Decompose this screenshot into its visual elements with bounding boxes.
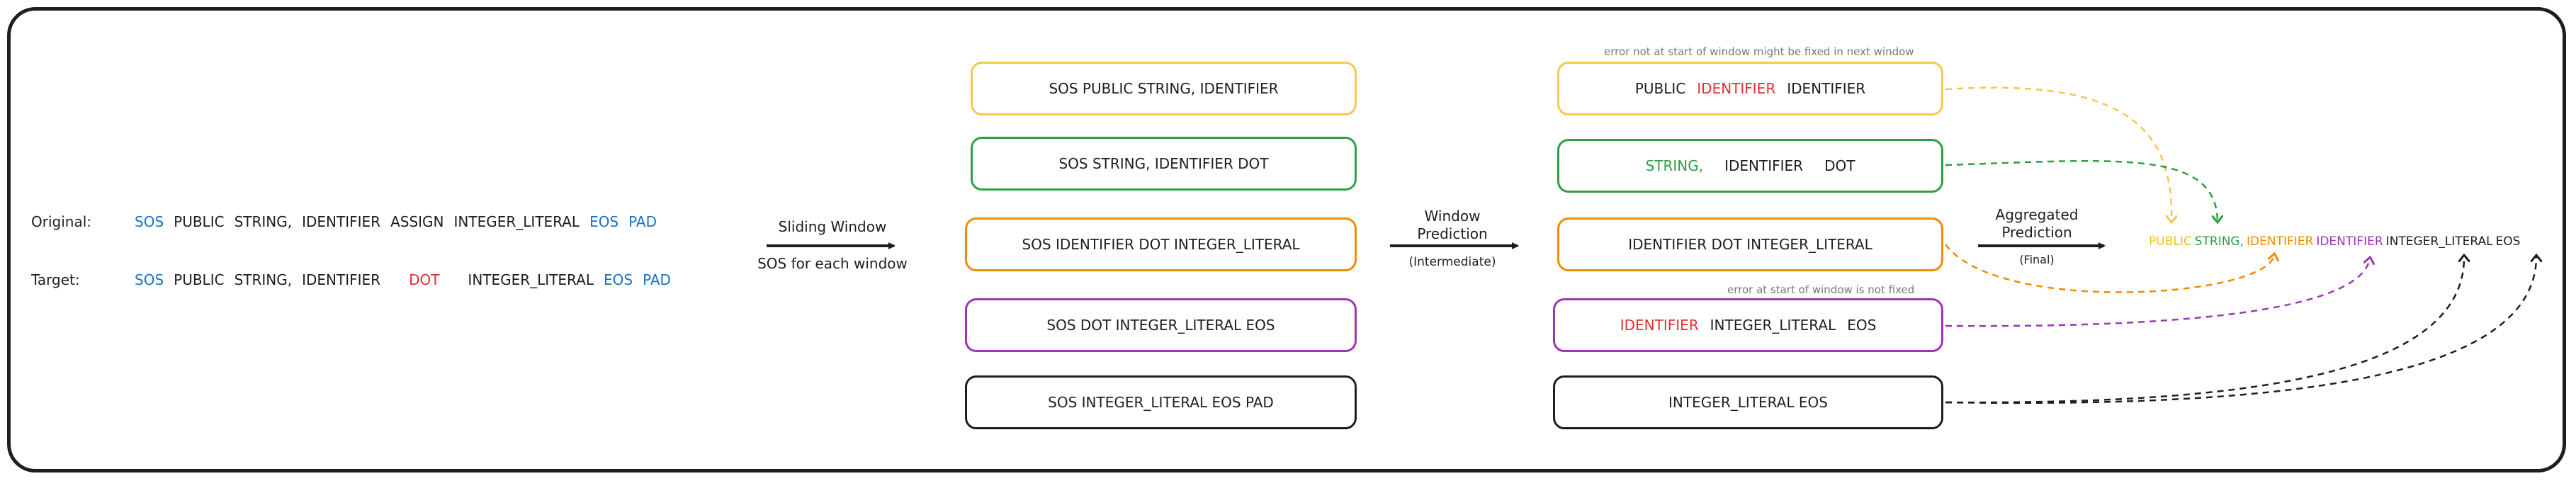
window-box-1: SOS PUBLIC STRING, IDENTIFIER bbox=[971, 62, 1357, 115]
agg-token: IDENTIFIER bbox=[2247, 234, 2314, 249]
window-text: SOS IDENTIFIER DOT INTEGER_LITERAL bbox=[1022, 236, 1300, 253]
token: IDENTIFIER bbox=[302, 271, 381, 288]
pred-token: IDENTIFIER DOT INTEGER_LITERAL bbox=[1628, 236, 1872, 253]
pred-token: DOT bbox=[1824, 157, 1855, 174]
original-sequence: SOS PUBLIC STRING, IDENTIFIER ASSIGN INTEGER_… bbox=[135, 215, 667, 229]
pred-token: IDENTIFIER bbox=[1697, 80, 1776, 97]
pred-token: PUBLIC bbox=[1634, 80, 1686, 97]
aggregated-prediction-label-2: Prediction bbox=[2001, 224, 2072, 241]
window-prediction-label-2: Prediction bbox=[1417, 225, 1488, 242]
target-label: Target: bbox=[31, 271, 80, 288]
token: INTEGER_LITERAL bbox=[468, 271, 594, 288]
token: PAD bbox=[628, 213, 657, 230]
token: STRING, bbox=[234, 213, 293, 230]
window-text: SOS INTEGER_LITERAL EOS PAD bbox=[1048, 394, 1274, 411]
sliding-window-label: Sliding Window bbox=[778, 218, 887, 235]
prediction-box-1: PUBLIC IDENTIFIER IDENTIFIER bbox=[1557, 62, 1943, 115]
window-box-2: SOS STRING, IDENTIFIER DOT bbox=[971, 137, 1357, 191]
connector-black-2 bbox=[1945, 256, 2536, 404]
token: STRING, bbox=[234, 271, 293, 288]
token: SOS bbox=[135, 271, 164, 288]
prediction-box-5: INTEGER_LITERAL EOS bbox=[1553, 375, 1943, 429]
aggregated-prediction-sublabel: (Final) bbox=[2019, 253, 2055, 266]
token: PUBLIC bbox=[174, 213, 225, 230]
window-text: SOS DOT INTEGER_LITERAL EOS bbox=[1046, 317, 1275, 334]
connector-purple bbox=[1945, 259, 2370, 327]
note-mid: error at start of window is not fixed bbox=[1727, 283, 1915, 296]
window-box-3: SOS IDENTIFIER DOT INTEGER_LITERAL bbox=[965, 217, 1357, 271]
connector-green bbox=[1945, 159, 2218, 221]
connector-yellow bbox=[1945, 86, 2171, 221]
pred-token: STRING, bbox=[1645, 157, 1704, 174]
agg-token: INTEGER_LITERAL bbox=[2385, 234, 2493, 249]
aggregated-prediction-label: Aggregated bbox=[1995, 206, 2079, 223]
agg-token: IDENTIFIER bbox=[2316, 234, 2383, 249]
token: PUBLIC bbox=[174, 271, 225, 288]
window-prediction-sublabel: (Intermediate) bbox=[1408, 255, 1496, 269]
token: DOT bbox=[409, 271, 440, 288]
pred-token: EOS bbox=[1847, 317, 1877, 334]
token: EOS bbox=[589, 213, 619, 230]
token: PAD bbox=[643, 271, 671, 288]
connector-orange bbox=[1944, 244, 2274, 293]
pred-token: INTEGER_LITERAL bbox=[1710, 317, 1836, 334]
token: ASSIGN bbox=[390, 213, 444, 230]
token: SOS bbox=[135, 213, 164, 230]
prediction-box-4: IDENTIFIER INTEGER_LITERAL EOS bbox=[1553, 298, 1943, 352]
diagram-frame bbox=[7, 7, 2566, 472]
window-text: SOS STRING, IDENTIFIER DOT bbox=[1058, 155, 1269, 172]
note-top: error not at start of window might be fi… bbox=[1604, 45, 1914, 58]
pred-token: INTEGER_LITERAL EOS bbox=[1668, 394, 1828, 411]
pred-token: IDENTIFIER bbox=[1787, 80, 1866, 97]
target-sequence: SOS PUBLIC STRING, IDENTIFIER DOT INTEGER_LIT… bbox=[135, 273, 681, 287]
agg-token: EOS bbox=[2495, 234, 2521, 249]
agg-token: STRING, bbox=[2194, 234, 2244, 249]
token: EOS bbox=[603, 271, 633, 288]
connector-black-1 bbox=[1945, 256, 2464, 404]
agg-token: PUBLIC bbox=[2149, 234, 2192, 249]
prediction-box-3: IDENTIFIER DOT INTEGER_LITERAL bbox=[1557, 217, 1943, 271]
prediction-box-2: STRING, IDENTIFIER DOT bbox=[1557, 139, 1943, 193]
window-prediction-label: Window bbox=[1424, 208, 1481, 225]
pred-token: IDENTIFIER bbox=[1724, 157, 1804, 174]
window-text: SOS PUBLIC STRING, IDENTIFIER bbox=[1049, 80, 1279, 97]
token: INTEGER_LITERAL bbox=[453, 213, 580, 230]
window-box-5: SOS INTEGER_LITERAL EOS PAD bbox=[965, 375, 1357, 429]
pred-token: IDENTIFIER bbox=[1620, 317, 1699, 334]
window-box-4: SOS DOT INTEGER_LITERAL EOS bbox=[965, 298, 1357, 352]
original-label: Original: bbox=[31, 213, 91, 230]
token: IDENTIFIER bbox=[302, 213, 381, 230]
sliding-window-sublabel: SOS for each window bbox=[757, 255, 908, 272]
